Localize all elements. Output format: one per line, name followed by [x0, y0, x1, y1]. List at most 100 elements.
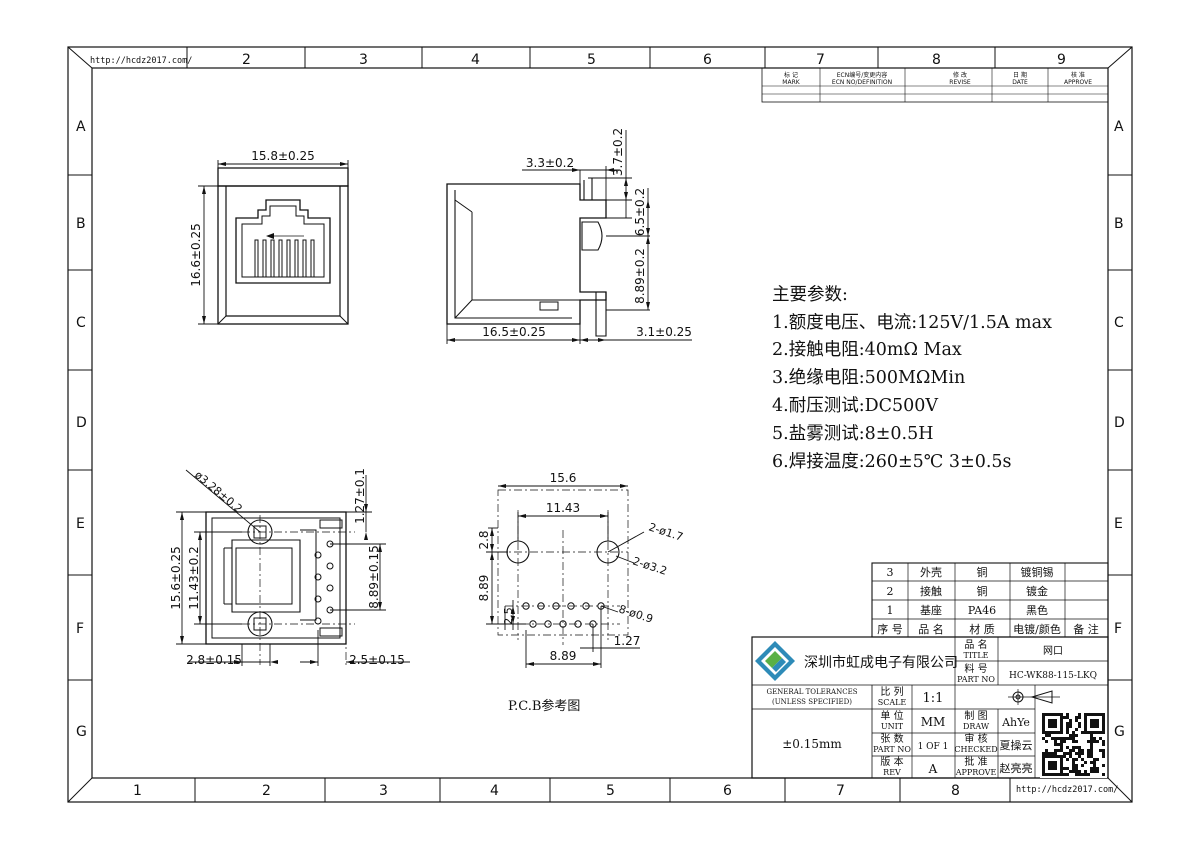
svg-text:1.27±0.1: 1.27±0.1	[353, 468, 367, 524]
svg-text:1: 1	[887, 604, 894, 617]
svg-text:制 图: 制 图	[964, 709, 987, 722]
svg-text:黑色: 黑色	[1026, 603, 1048, 617]
svg-text:2.8: 2.8	[477, 530, 491, 549]
svg-text:备 注: 备 注	[1073, 622, 1099, 636]
svg-text:6.焊接温度:260±5℃ 3±0.5s: 6.焊接温度:260±5℃ 3±0.5s	[772, 452, 1012, 472]
svg-text:TITLE: TITLE	[964, 651, 989, 660]
pcb-view: 15.6 11.43 2-ø1.7 2-ø3.2 8-ø0.9 2.8 8.89…	[477, 471, 685, 668]
svg-text:标 记: 标 记	[784, 71, 798, 79]
row-labels-right: A B C D E F G	[1114, 119, 1125, 740]
svg-text:4: 4	[471, 52, 480, 68]
svg-text:料 号: 料 号	[964, 662, 987, 675]
svg-text:7: 7	[836, 783, 845, 799]
svg-text:2: 2	[242, 52, 251, 68]
svg-text:±0.15mm: ±0.15mm	[782, 737, 842, 751]
svg-text:DATE: DATE	[1012, 79, 1028, 86]
svg-text:(UNLESS SPECIFIED): (UNLESS SPECIFIED)	[772, 698, 852, 706]
svg-text:5: 5	[606, 783, 615, 799]
svg-text:11.43±0.2: 11.43±0.2	[187, 546, 201, 610]
svg-text:5: 5	[587, 52, 596, 68]
svg-text:铜: 铜	[977, 565, 988, 579]
svg-text:主要参数:: 主要参数:	[772, 285, 848, 305]
svg-text:6.5±0.2: 6.5±0.2	[633, 188, 647, 236]
svg-text:1 OF 1: 1 OF 1	[918, 742, 949, 752]
row-labels-left: A B C D E F G	[76, 119, 87, 740]
svg-text:6: 6	[723, 783, 732, 799]
svg-text:1:1: 1:1	[923, 691, 944, 706]
zone-ticks	[68, 47, 1132, 802]
svg-text:HC-WK88-115-LKQ: HC-WK88-115-LKQ	[1009, 671, 1097, 681]
svg-text:6: 6	[703, 52, 712, 68]
bottom-column-labels: 1 2 3 4 5 6 7 8	[133, 783, 960, 799]
svg-text:材 质: 材 质	[969, 622, 995, 636]
title-block: 深圳市虹成电子有限公司 品 名 TITLE 网口 料 号 PART NO HC-…	[751, 636, 1109, 779]
svg-text:铜: 铜	[977, 584, 988, 598]
svg-text:3: 3	[359, 52, 368, 68]
inner-frame	[91, 67, 1109, 779]
svg-text:电镀/颜色: 电镀/颜色	[1013, 622, 1061, 636]
svg-text:D: D	[76, 415, 87, 431]
svg-text:F: F	[1114, 621, 1122, 637]
svg-text:16.6±0.25: 16.6±0.25	[189, 223, 203, 287]
side-view: 3.3±0.2 3.7±0.2 6.5±0.2 8.89±0.2 16.5±0.…	[446, 128, 692, 344]
svg-text:ECN NO/DEFINITION: ECN NO/DEFINITION	[832, 79, 892, 86]
svg-text:核 准: 核 准	[1071, 71, 1085, 79]
svg-text:基座: 基座	[920, 603, 942, 617]
svg-text:9: 9	[1057, 52, 1066, 68]
svg-text:1: 1	[133, 783, 142, 799]
svg-text:DRAW: DRAW	[963, 722, 990, 731]
svg-text:夏操云: 夏操云	[1000, 738, 1033, 752]
svg-text:4: 4	[490, 783, 499, 799]
qr-code-icon	[1040, 711, 1107, 778]
svg-text:外壳: 外壳	[920, 565, 942, 579]
company-logo	[755, 641, 795, 681]
projection-symbol-icon	[1008, 689, 1060, 705]
svg-text:2.8±0.15: 2.8±0.15	[186, 653, 242, 667]
svg-text:3.1±0.25: 3.1±0.25	[636, 325, 692, 339]
svg-text:1.27: 1.27	[614, 634, 641, 648]
svg-text:15.6: 15.6	[550, 471, 577, 485]
svg-text:2.5±0.15: 2.5±0.15	[349, 653, 405, 667]
svg-text:审 核: 审 核	[964, 732, 987, 745]
svg-text:接触: 接触	[920, 584, 942, 598]
svg-text:UNIT: UNIT	[881, 722, 904, 731]
svg-text:比 列: 比 列	[880, 685, 903, 698]
svg-text:15.8±0.25: 15.8±0.25	[251, 149, 315, 163]
svg-text:A: A	[76, 119, 86, 135]
svg-text:11.43: 11.43	[546, 501, 580, 515]
svg-text:B: B	[76, 216, 86, 232]
svg-text:APPROVE: APPROVE	[955, 768, 997, 777]
svg-text:PART NO: PART NO	[873, 745, 911, 754]
svg-text:版 本: 版 本	[880, 755, 903, 768]
svg-text:8.89±0.2: 8.89±0.2	[633, 248, 647, 304]
svg-text:SCALE: SCALE	[878, 698, 907, 707]
svg-text:D: D	[1114, 415, 1125, 431]
svg-text:镀铜锡: 镀铜锡	[1021, 565, 1054, 579]
svg-text:2.5: 2.5	[502, 607, 515, 625]
top-column-labels: 2 3 4 5 6 7 8 9	[242, 52, 1066, 68]
svg-text:5.盐雾测试:8±0.5H: 5.盐雾测试:8±0.5H	[772, 424, 933, 444]
svg-text:MM: MM	[921, 715, 946, 729]
svg-text:E: E	[76, 516, 85, 532]
url-label-top: http://hcdz2017.com/	[90, 56, 192, 66]
svg-text:2: 2	[262, 783, 271, 799]
company-name: 深圳市虹成电子有限公司	[804, 654, 958, 671]
svg-text:8.89: 8.89	[477, 575, 491, 602]
outer-frame	[67, 46, 1133, 803]
revision-table: 标 记 MARK ECN编号/变更内容 ECN NO/DEFINITION 修 …	[761, 67, 1109, 103]
svg-text:修 改: 修 改	[953, 71, 967, 79]
svg-text:REVISE: REVISE	[949, 79, 971, 86]
svg-text:C: C	[1114, 315, 1124, 331]
url-label-bottom: http://hcdz2017.com/	[1016, 785, 1118, 795]
svg-text:序 号: 序 号	[877, 622, 903, 636]
svg-text:REV: REV	[883, 768, 901, 777]
svg-text:1.额度电压、电流:125V/1.5A max: 1.额度电压、电流:125V/1.5A max	[772, 313, 1052, 333]
svg-text:镀金: 镀金	[1026, 584, 1048, 598]
svg-text:F: F	[76, 621, 84, 637]
svg-text:APPROVE: APPROVE	[1064, 79, 1092, 86]
svg-text:E: E	[1114, 516, 1123, 532]
svg-text:A: A	[928, 762, 938, 776]
svg-text:日 期: 日 期	[1013, 71, 1027, 79]
svg-text:8: 8	[951, 783, 960, 799]
